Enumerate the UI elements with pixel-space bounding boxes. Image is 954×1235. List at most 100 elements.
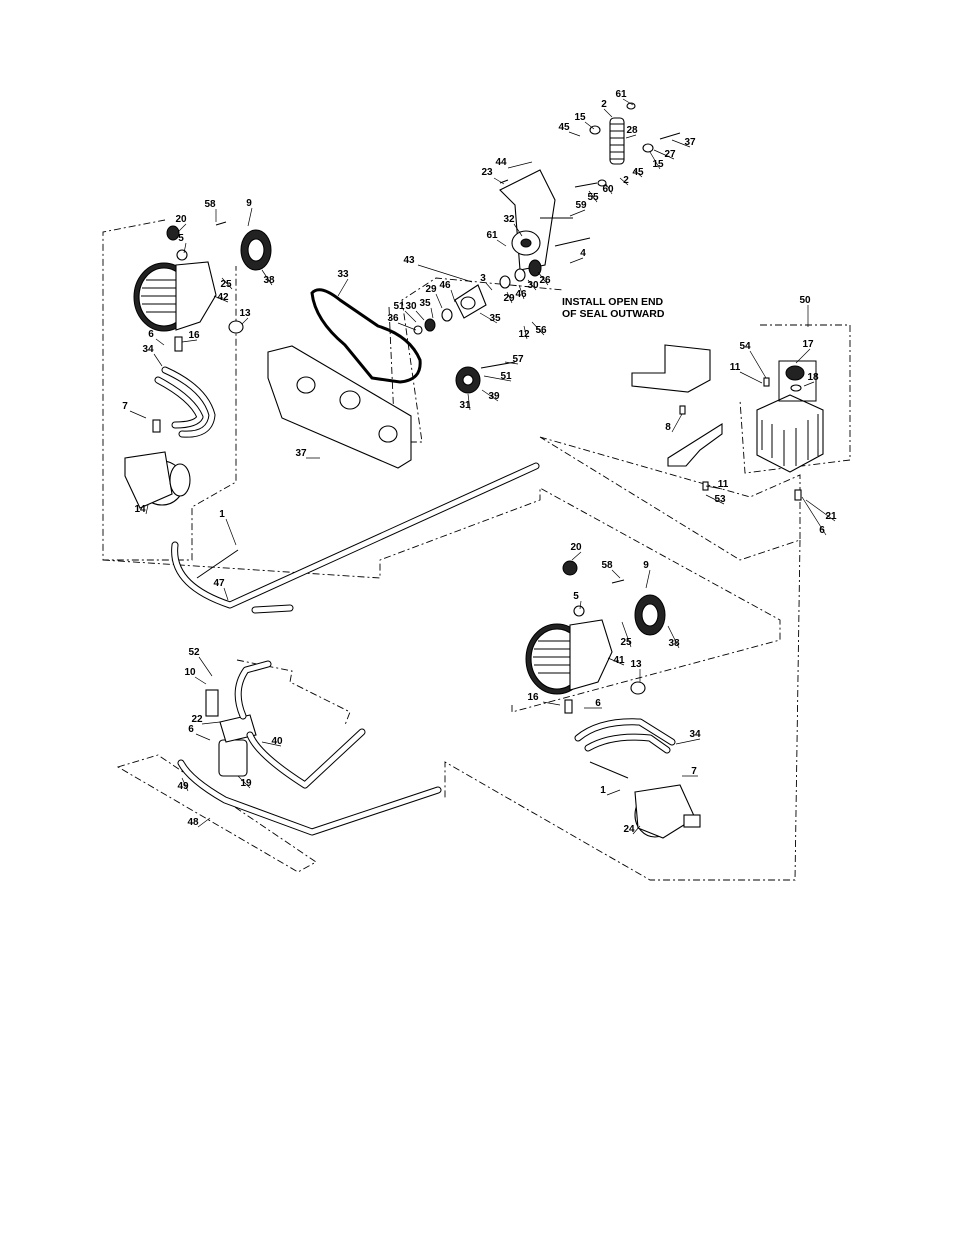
callout-2: 2 xyxy=(623,175,629,186)
callout-46: 46 xyxy=(439,280,451,291)
callout-9: 9 xyxy=(246,198,252,209)
callout-11: 11 xyxy=(718,479,729,490)
callout-56: 56 xyxy=(535,325,547,336)
callout-31: 31 xyxy=(459,400,471,411)
upper-pump xyxy=(133,221,272,334)
callout-8: 8 xyxy=(665,422,671,433)
callout-60: 60 xyxy=(602,184,614,195)
callout-14: 14 xyxy=(134,504,146,515)
callout-6: 6 xyxy=(188,724,194,735)
install-note-line-2: OF SEAL OUTWARD xyxy=(562,308,665,320)
callout-34: 34 xyxy=(689,729,701,740)
callout-35: 35 xyxy=(419,298,431,309)
callout-25: 25 xyxy=(620,637,632,648)
install-note-line-1: INSTALL OPEN END xyxy=(562,296,664,308)
reservoir-assembly xyxy=(631,344,824,501)
callout-7: 7 xyxy=(122,401,128,412)
tensioner-assembly xyxy=(413,169,591,394)
callout-40: 40 xyxy=(271,736,283,747)
callout-38: 38 xyxy=(668,638,680,649)
callout-44: 44 xyxy=(495,157,507,168)
callout-11: 11 xyxy=(730,362,741,373)
callout-7: 7 xyxy=(691,766,697,777)
callout-45: 45 xyxy=(558,122,570,133)
callout-39: 39 xyxy=(488,391,500,402)
callout-37: 37 xyxy=(684,137,696,148)
callout-61: 61 xyxy=(486,230,498,241)
callout-16: 16 xyxy=(188,330,200,341)
callout-33: 33 xyxy=(337,269,349,280)
callout-51: 51 xyxy=(500,371,512,382)
grouping-outlines xyxy=(102,219,851,881)
callout-52: 52 xyxy=(188,647,200,658)
callout-32: 32 xyxy=(503,214,515,225)
callout-36: 36 xyxy=(387,313,399,324)
callout-54: 54 xyxy=(739,341,751,352)
callout-9: 9 xyxy=(643,560,649,571)
callout-1: 1 xyxy=(600,785,606,796)
callout-46: 46 xyxy=(515,289,527,300)
callout-25: 25 xyxy=(220,279,232,290)
drive-belt xyxy=(310,288,422,384)
callout-58: 58 xyxy=(204,199,216,210)
callout-45: 45 xyxy=(632,167,644,178)
callout-19: 19 xyxy=(240,778,252,789)
upper-motor xyxy=(124,451,191,509)
callout-17: 17 xyxy=(802,339,814,350)
filter-assembly xyxy=(177,660,442,836)
callout-53: 53 xyxy=(714,494,726,505)
callout-6: 6 xyxy=(819,525,825,536)
callout-21: 21 xyxy=(825,511,837,522)
upper-hoses xyxy=(152,336,216,438)
callout-15: 15 xyxy=(574,112,586,123)
lower-hoses xyxy=(564,699,701,839)
callout-30: 30 xyxy=(405,301,417,312)
callout-43: 43 xyxy=(403,255,415,266)
callout-22: 22 xyxy=(191,714,203,725)
callout-30: 30 xyxy=(527,280,539,291)
long-tubes xyxy=(171,462,540,614)
callout-2: 2 xyxy=(601,99,607,110)
callout-55: 55 xyxy=(587,192,599,203)
callout-6: 6 xyxy=(595,698,601,709)
callout-18: 18 xyxy=(807,372,819,383)
callout-13: 13 xyxy=(630,659,642,670)
callout-50: 50 xyxy=(799,295,811,306)
callout-29: 29 xyxy=(503,293,515,304)
callout-48: 48 xyxy=(187,817,199,828)
callout-49: 49 xyxy=(177,781,189,792)
callout-61: 61 xyxy=(615,89,627,100)
callout-35: 35 xyxy=(489,313,501,324)
callout-6: 6 xyxy=(148,329,154,340)
callout-57: 57 xyxy=(512,354,524,365)
callout-58: 58 xyxy=(601,560,613,571)
callout-59: 59 xyxy=(575,200,587,211)
callout-34: 34 xyxy=(142,344,154,355)
install-note: INSTALL OPEN END OF SEAL OUTWARD xyxy=(562,296,665,320)
callout-24: 24 xyxy=(623,824,635,835)
lower-pump xyxy=(525,560,666,695)
callout-37: 37 xyxy=(295,448,307,459)
callout-4: 4 xyxy=(580,248,586,259)
callout-13: 13 xyxy=(239,308,251,319)
callout-5: 5 xyxy=(573,591,579,602)
callout-28: 28 xyxy=(626,125,638,136)
callout-20: 20 xyxy=(570,542,582,553)
callout-1: 1 xyxy=(219,509,225,520)
callout-20: 20 xyxy=(175,214,187,225)
leader-lines xyxy=(129,98,836,835)
callout-15: 15 xyxy=(652,159,664,170)
callout-29: 29 xyxy=(425,284,437,295)
callout-38: 38 xyxy=(263,275,275,286)
callout-47: 47 xyxy=(213,578,225,589)
callout-42: 42 xyxy=(217,292,229,303)
callout-27: 27 xyxy=(664,149,676,160)
callout-26: 26 xyxy=(539,275,551,286)
callout-5: 5 xyxy=(178,233,184,244)
callout-41: 41 xyxy=(613,655,625,666)
mounting-plate xyxy=(267,345,412,469)
callout-16: 16 xyxy=(527,692,539,703)
callout-3: 3 xyxy=(480,273,486,284)
